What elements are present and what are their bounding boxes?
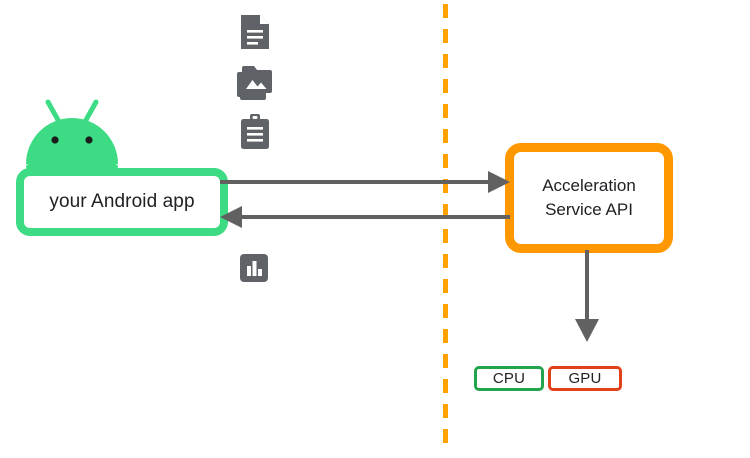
- gpu-label: GPU: [568, 370, 602, 387]
- acceleration-service-api-box[interactable]: Acceleration Service API: [505, 143, 673, 253]
- android-robot-icon: [26, 99, 118, 170]
- arrow-response: [220, 206, 510, 228]
- clipboard-icon: [241, 114, 269, 149]
- process-boundary-divider: [443, 4, 448, 454]
- arrow-request: [220, 171, 510, 193]
- cpu-label: CPU: [492, 370, 526, 387]
- document-icon: [241, 15, 269, 49]
- bar-chart-icon: [240, 254, 268, 282]
- your-android-app-box[interactable]: your Android app: [16, 168, 228, 236]
- arrow-delegate: [575, 250, 599, 342]
- cpu-box[interactable]: CPU: [474, 366, 544, 391]
- api-box-label-line2: Service API: [545, 200, 633, 219]
- app-box-label: your Android app: [49, 191, 195, 212]
- api-box-label-line1: Acceleration: [542, 176, 636, 195]
- photos-icon: [237, 66, 272, 100]
- gpu-box[interactable]: GPU: [548, 366, 622, 391]
